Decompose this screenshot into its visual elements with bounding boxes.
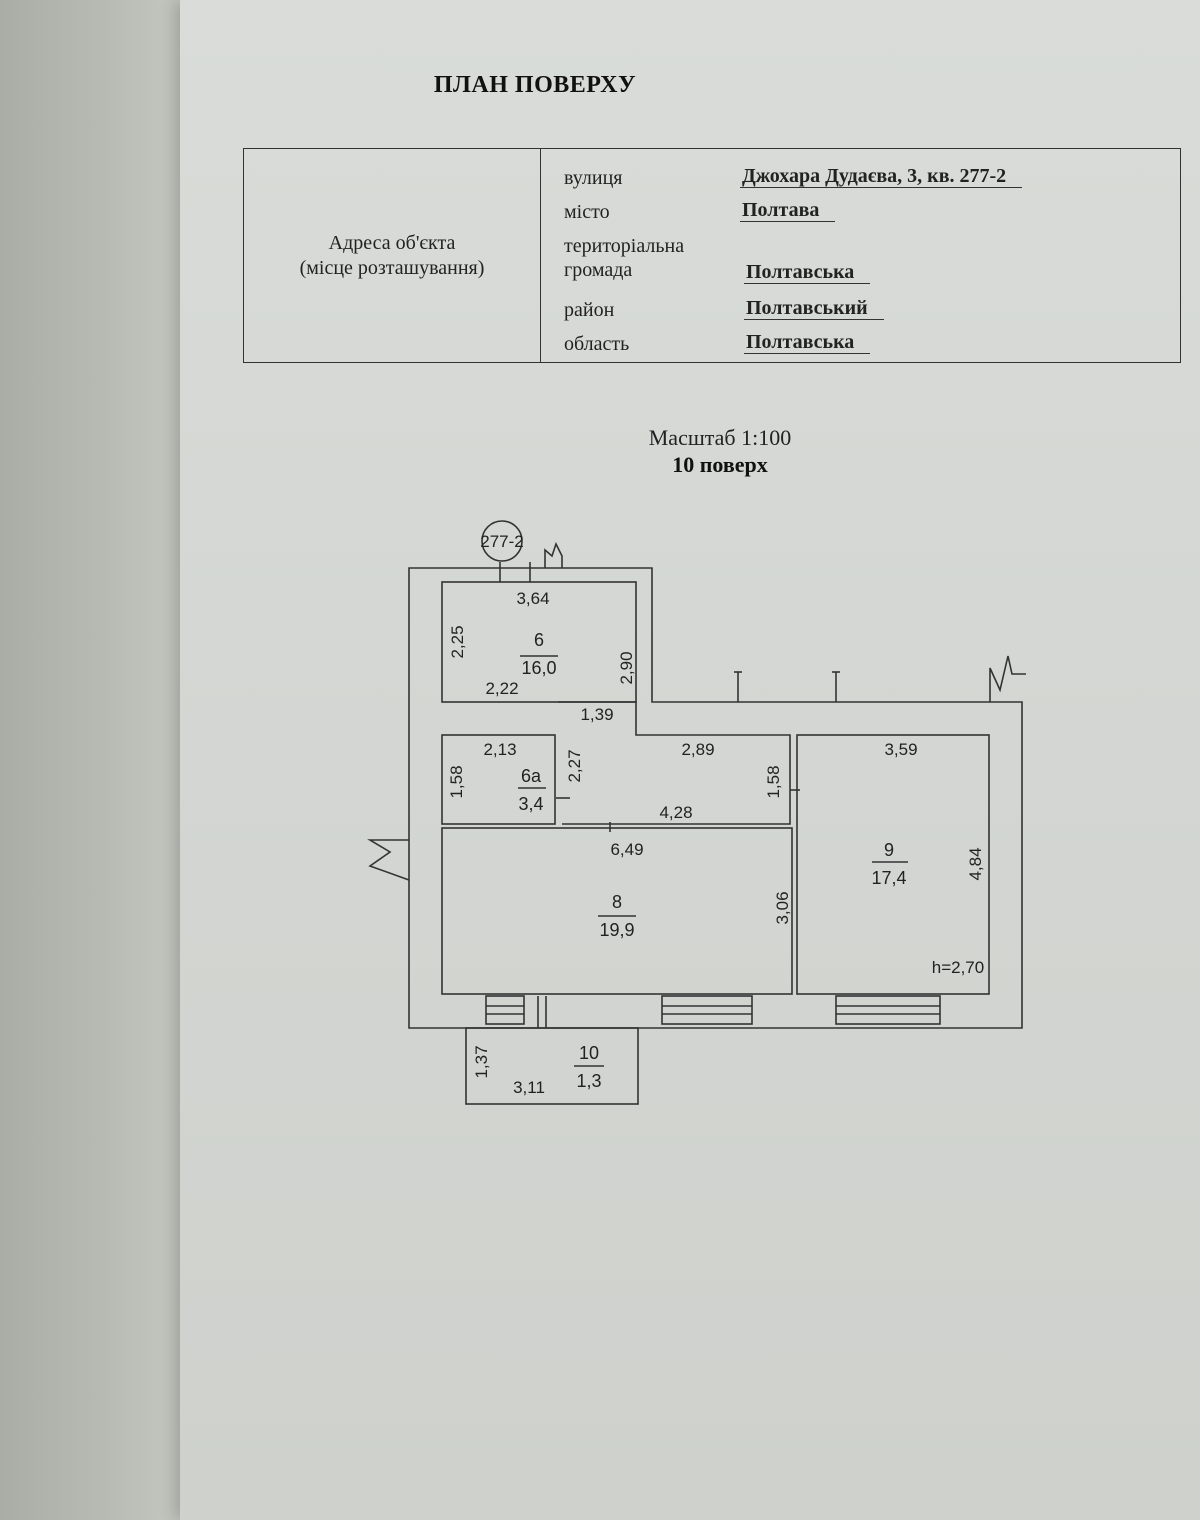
room-8-outline <box>441 827 793 995</box>
community-value: Полтавська <box>744 261 871 284</box>
dim-hall-top: 2,89 <box>681 740 714 759</box>
address-label: Адреса об'єкта (місце розташування) <box>244 231 540 281</box>
window-marks <box>485 995 941 1025</box>
room-6a-number: 6а <box>521 766 542 786</box>
address-label-line2: (місце розташування) <box>299 257 485 279</box>
ceiling-height: h=2,70 <box>932 958 984 977</box>
community-label-line2: громада <box>564 259 633 281</box>
room-9-outline <box>796 734 990 995</box>
region-value: Полтавська <box>744 331 871 354</box>
document-page <box>180 0 1200 1520</box>
address-label-line1: Адреса об'єкта <box>328 232 456 254</box>
room-6a-area: 3,4 <box>518 794 543 814</box>
community-label-line1: територіальна <box>564 235 685 257</box>
dim-r6-right: 2,90 <box>617 651 636 684</box>
apartment-tag-circle <box>481 520 523 562</box>
dim-hall-width: 1,39 <box>580 705 613 724</box>
dim-r10-height: 1,37 <box>472 1045 491 1078</box>
street-label: вулиця <box>564 167 623 189</box>
dim-r9-width: 3,59 <box>884 740 917 759</box>
dim-r6-width: 3,64 <box>516 589 549 608</box>
district-label: район <box>564 299 615 321</box>
dim-hall-bottom: 4,28 <box>659 803 692 822</box>
region-label: область <box>564 333 630 355</box>
room-8-area: 19,9 <box>599 920 634 940</box>
room-10-area: 1,3 <box>576 1071 601 1091</box>
dim-hall-right: 1,58 <box>764 765 783 798</box>
street-value: Джохара Дудаєва, 3, кв. 277-2 <box>740 165 1023 188</box>
outer-wall <box>408 567 1023 1029</box>
document-title: ПЛАН ПОВЕРХУ <box>433 72 637 98</box>
city-label: місто <box>564 201 610 223</box>
room-6-outline <box>441 581 637 703</box>
floor-label: 10 поверх <box>672 452 768 477</box>
room-10-outline <box>465 1027 639 1105</box>
apartment-tag: 277-2 <box>480 532 523 551</box>
room-6a-outline <box>441 734 556 825</box>
table-divider <box>540 149 541 362</box>
dim-r9-height: 4,84 <box>966 847 985 880</box>
room-8-number: 8 <box>612 892 622 912</box>
room-9-area: 17,4 <box>871 868 906 888</box>
city-value: Полтава <box>740 199 836 222</box>
dim-r8-height: 3,06 <box>773 891 792 924</box>
break-mark-right <box>989 655 1026 702</box>
room-6-area: 16,0 <box>521 658 556 678</box>
page-edge <box>0 0 190 1520</box>
scale-label: Масштаб 1:100 <box>648 425 792 450</box>
dim-r6-bottom: 2,22 <box>485 679 518 698</box>
dim-r10-width: 3,11 <box>513 1078 545 1097</box>
dim-r6a-width: 2,13 <box>483 740 516 759</box>
address-table: Адреса об'єкта (місце розташування) вули… <box>243 148 1181 363</box>
dim-r6a-height: 1,58 <box>447 765 466 798</box>
room-6-number: 6 <box>534 630 544 650</box>
district-value: Полтавський <box>744 297 884 320</box>
room-9-number: 9 <box>884 840 894 860</box>
break-mark-left <box>367 839 410 881</box>
hall-outline <box>558 701 791 825</box>
break-mark-top <box>544 541 563 568</box>
dim-hall-left: 2,27 <box>565 749 584 782</box>
dim-r8-width: 6,49 <box>610 840 643 859</box>
room-10-number: 10 <box>579 1043 599 1063</box>
dim-r6-height: 2,25 <box>448 625 467 658</box>
